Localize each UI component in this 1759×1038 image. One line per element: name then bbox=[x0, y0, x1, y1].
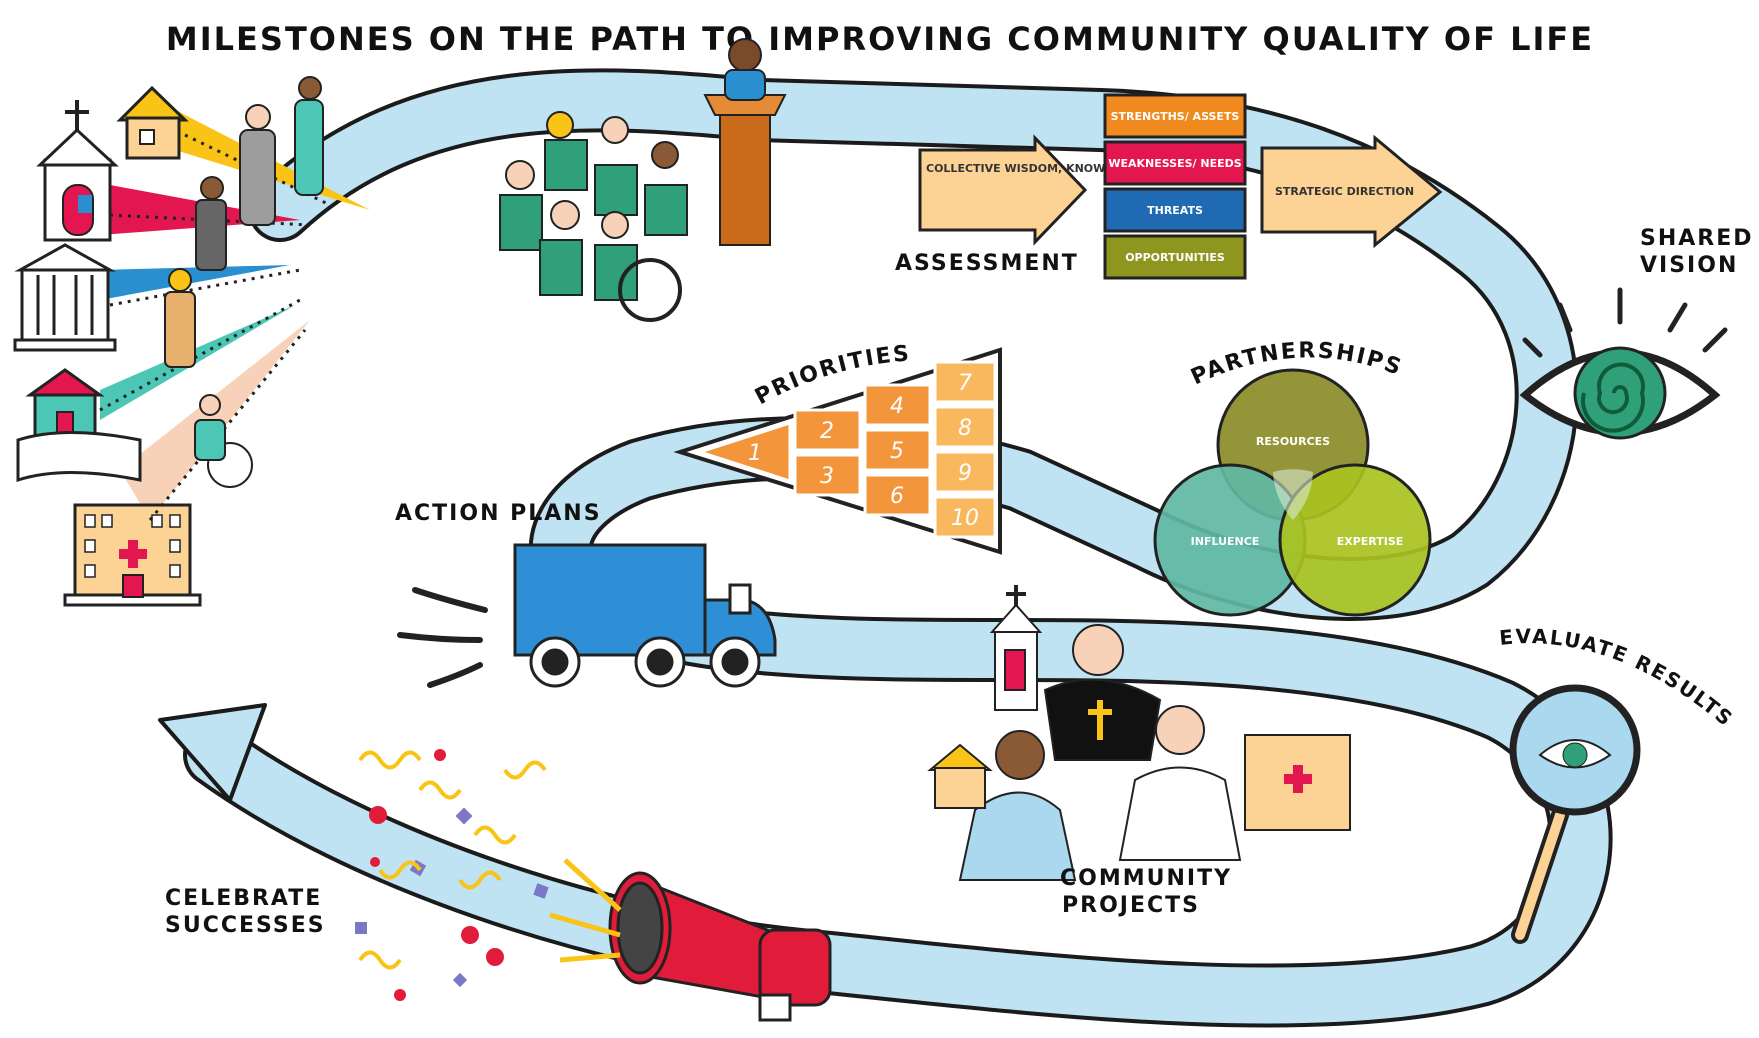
assessment-label: ASSESSMENT bbox=[895, 251, 1079, 276]
resources-label: RESOURCES bbox=[1256, 435, 1330, 448]
community-workers-icon bbox=[927, 585, 1351, 881]
action-plans-section: ACTION PLANS bbox=[395, 501, 777, 688]
confetti bbox=[355, 749, 549, 1001]
community-stakeholders bbox=[13, 76, 370, 607]
courthouse-icon bbox=[13, 243, 117, 352]
celebrate-section: CELEBRATE SUCCESSES bbox=[165, 749, 832, 1022]
action-plans-label: ACTION PLANS bbox=[395, 501, 602, 526]
expertise-circle bbox=[1278, 463, 1432, 617]
megaphone-icon bbox=[549, 858, 832, 1022]
hospital-icon bbox=[63, 503, 202, 607]
swot-opportunities: OPPORTUNITIES bbox=[1125, 251, 1225, 264]
priorities-section: PRIORITIES 1 2 3 4 5 6 7 8 9 10 bbox=[673, 341, 1002, 555]
priority-7: 7 bbox=[958, 371, 972, 396]
shared-vision-section: SHARED VISION bbox=[1519, 226, 1754, 440]
output-text: STRATEGIC DIRECTION bbox=[1275, 185, 1414, 198]
priority-3: 3 bbox=[820, 464, 834, 489]
eye-icon bbox=[1519, 287, 1728, 440]
priority-10: 10 bbox=[951, 506, 979, 531]
influence-label: INFLUENCE bbox=[1191, 535, 1260, 548]
priority-6: 6 bbox=[890, 484, 904, 509]
priority-9: 9 bbox=[958, 461, 972, 486]
priority-2: 2 bbox=[820, 419, 834, 444]
house-icon bbox=[116, 85, 189, 160]
expertise-label: EXPERTISE bbox=[1337, 535, 1404, 548]
assessment-section: COLLECTIVE WISDOM, KNOWLEDGE & EXPERIENC… bbox=[895, 93, 1443, 280]
church-icon bbox=[36, 100, 119, 242]
swot-weaknesses: WEAKNESSES/ NEEDS bbox=[1108, 157, 1241, 170]
path-arrowhead bbox=[158, 703, 267, 802]
input-arrow bbox=[918, 134, 1088, 246]
school-icon bbox=[16, 368, 142, 483]
community-meeting-icon bbox=[499, 38, 787, 322]
shared-vision-label-2: VISION bbox=[1640, 253, 1738, 278]
community-projects-label-2: PROJECTS bbox=[1062, 893, 1200, 918]
swot-strengths: STRENGTHS/ ASSETS bbox=[1111, 110, 1240, 123]
priority-8: 8 bbox=[958, 416, 972, 441]
celebrate-label-1: CELEBRATE bbox=[165, 886, 322, 911]
shared-vision-label-1: SHARED bbox=[1640, 226, 1754, 251]
swot-threats: THREATS bbox=[1147, 204, 1203, 217]
priority-4: 4 bbox=[890, 394, 904, 419]
magnifying-glass-icon bbox=[1509, 684, 1641, 944]
community-projects-label-1: COMMUNITY bbox=[1060, 866, 1232, 891]
people-walking-icon bbox=[164, 76, 324, 488]
celebrate-label-2: SUCCESSES bbox=[165, 913, 326, 938]
community-projects-section: COMMUNITY PROJECTS bbox=[927, 585, 1351, 918]
svg-text:STRATEGIC DIRECTION: STRATEGIC DIRECTION bbox=[1275, 185, 1414, 198]
priority-1: 1 bbox=[748, 441, 762, 466]
partnerships-section: PARTNERSHIPS RESOURCES INFLUENCE EXPERTI… bbox=[1153, 338, 1432, 617]
evaluate-results-section: EVALUATE RESULTS bbox=[1498, 624, 1736, 944]
priority-5: 5 bbox=[890, 439, 904, 464]
output-arrow bbox=[1260, 134, 1443, 249]
swot-boxes bbox=[1103, 93, 1247, 280]
page-title: MILESTONES ON THE PATH TO IMPROVING COMM… bbox=[166, 20, 1594, 58]
truck-icon bbox=[513, 543, 777, 688]
